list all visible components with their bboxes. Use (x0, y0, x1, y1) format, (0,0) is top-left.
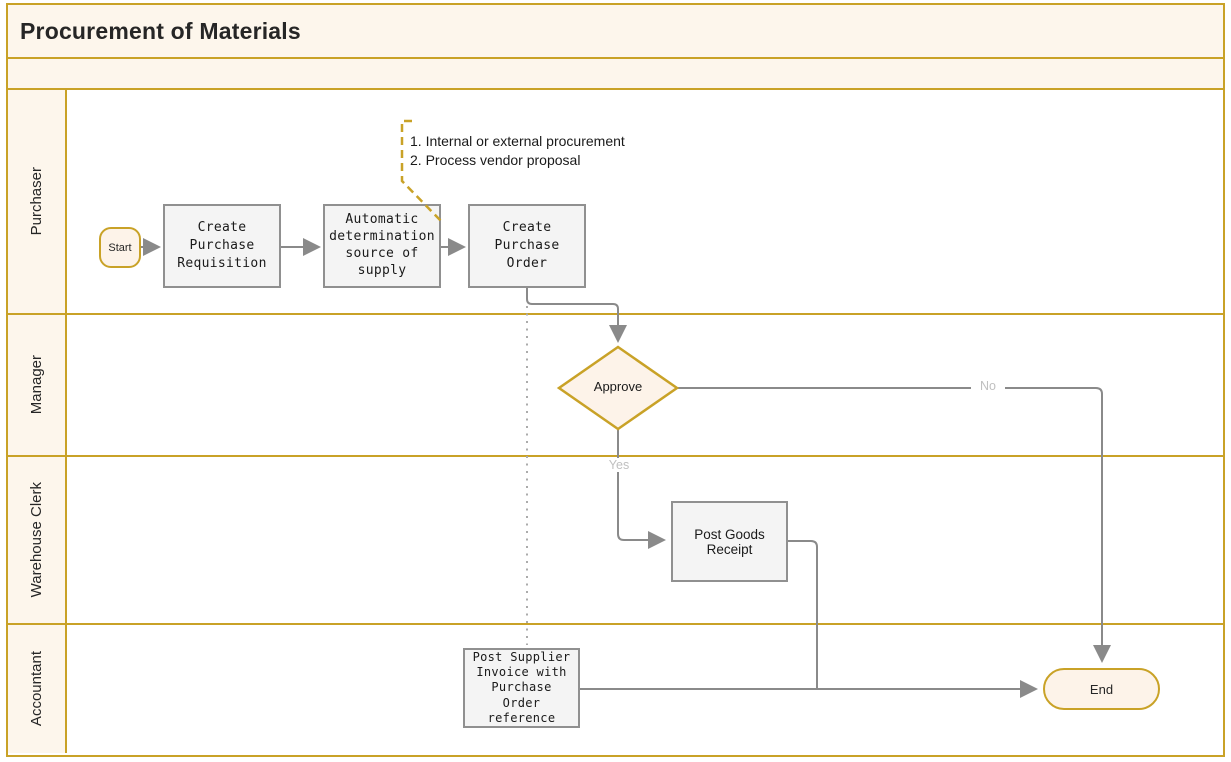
lane-body-warehouse-clerk (67, 457, 1223, 623)
start-node-label: Start (108, 241, 132, 254)
task-create-purchase-requisition: Create Purchase Requisition (163, 204, 281, 288)
end-node-label: End (1089, 681, 1114, 697)
task-automatic-source-determination: Automatic determination source of supply (323, 204, 441, 288)
swimlanes: Purchaser Manager Warehouse Clerk Accoun… (8, 90, 1223, 755)
lane-label-text: Manager (28, 355, 45, 415)
lane-label-warehouse-clerk: Warehouse Clerk (8, 457, 67, 623)
decision-approve-label: Approve (593, 379, 643, 394)
task-post-supplier-invoice: Post Supplier Invoice with Purchase Orde… (463, 648, 580, 728)
edge-label-no: No (971, 379, 1005, 393)
lane-accountant: Accountant (8, 625, 1223, 753)
lane-label-text: Accountant (28, 651, 45, 727)
pool-header-band (8, 59, 1223, 90)
lane-label-purchaser: Purchaser (8, 90, 67, 313)
diagram-title-bar: Procurement of Materials (8, 5, 1223, 59)
task-post-goods-receipt: Post Goods Receipt (671, 501, 788, 582)
annotation-note: 1. Internal or external procurement 2. P… (410, 133, 625, 168)
lane-label-text: Warehouse Clerk (28, 482, 45, 598)
lane-label-accountant: Accountant (8, 625, 67, 753)
end-node: End (1043, 668, 1160, 710)
lane-label-manager: Manager (8, 315, 67, 455)
start-node: Start (99, 227, 141, 268)
lane-warehouse-clerk: Warehouse Clerk (8, 457, 1223, 625)
lane-label-text: Purchaser (28, 167, 45, 236)
edge-label-yes: Yes (601, 458, 637, 472)
diagram-title: Procurement of Materials (20, 17, 301, 44)
task-create-purchase-order: Create Purchase Order (468, 204, 586, 288)
